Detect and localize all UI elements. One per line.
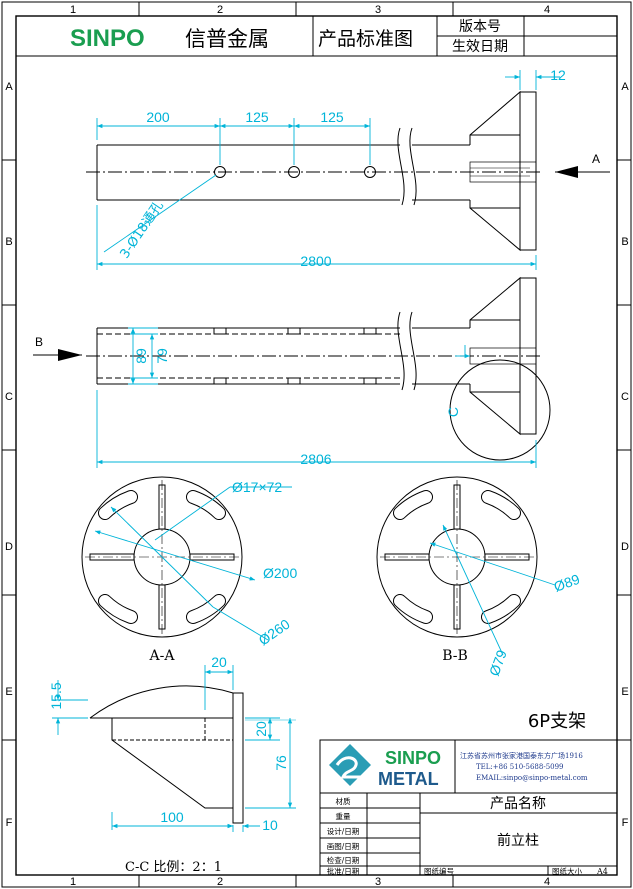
hole-note: 3-Ø18通孔 <box>117 199 166 262</box>
title-block-fields: 材质 重量 设计/日期 画图/日期 检查/日期 批准/日期 <box>327 796 360 876</box>
section-bb-dimensions <box>429 524 556 656</box>
dim-od260: Ø260 <box>256 616 293 649</box>
top-view-tube <box>86 90 540 252</box>
product-name: 前立柱 <box>497 832 539 849</box>
grid-row-f-right: F <box>622 817 629 829</box>
logo-word-sinpo: SINPO <box>385 748 441 768</box>
drawing-number-label: 图纸编号 <box>424 866 454 876</box>
detail-label-c: C <box>445 407 461 417</box>
grid-row-a-right: A <box>621 81 629 93</box>
side-view-dim-labels: 89 79 2806 C <box>133 348 461 467</box>
grid-row-b: B <box>5 236 12 248</box>
section-aa-label: A-A <box>149 648 176 664</box>
dim-125-a: 125 <box>245 109 269 125</box>
grid-row-a: A <box>5 81 13 93</box>
dim-od79: Ø79 <box>486 647 510 678</box>
dim-slot: Ø17×72 <box>232 479 282 495</box>
logo-word-metal: METAL <box>378 769 439 789</box>
detail-cc-dimensions <box>52 665 296 832</box>
version-label: 版本号 <box>459 19 501 35</box>
dim-15-5: 15.5 <box>48 682 64 709</box>
side-view-dimensions <box>96 327 537 468</box>
field-weight: 重量 <box>336 812 351 821</box>
section-arrow-a <box>555 166 610 178</box>
grid-col-2: 2 <box>217 4 223 16</box>
dim-100: 100 <box>160 809 184 825</box>
mount-hole-3 <box>364 166 376 178</box>
grid-col-3: 3 <box>375 4 381 16</box>
grid-col-2-bottom: 2 <box>217 876 223 888</box>
brand-wordmark: SINPO <box>70 25 145 52</box>
paper-size-label: 图纸大小 <box>552 866 582 876</box>
grid-col-1: 1 <box>70 4 76 16</box>
grid-row-c: C <box>5 391 13 403</box>
view-arrow-label-a: A <box>592 152 600 166</box>
title-block-grid <box>319 739 618 876</box>
grid-row-d-right: D <box>621 541 629 553</box>
mount-hole-1 <box>214 166 226 178</box>
section-aa-dimensions <box>94 486 292 641</box>
company-address: 江苏省苏州市张家港国泰东方广场1916 <box>460 751 583 760</box>
detail-cc-label: C-C 比例：2：1 <box>125 860 222 875</box>
dim-12: 12 <box>550 67 566 83</box>
dim-200: 200 <box>146 109 170 125</box>
grid-row-d: D <box>5 541 13 553</box>
field-design-date: 设计/日期 <box>327 826 360 836</box>
dim-od200: Ø200 <box>263 565 297 581</box>
grid-col-4-bottom: 4 <box>544 876 550 888</box>
section-bb-label: B-B <box>442 648 468 664</box>
dim-79: 79 <box>154 348 170 364</box>
header-block <box>16 16 617 57</box>
effective-date-label: 生效日期 <box>452 39 508 55</box>
grid-row-c-right: C <box>621 391 629 403</box>
field-approve-date: 批准/日期 <box>327 866 360 876</box>
product-name-label: 产品名称 <box>490 796 546 812</box>
field-drawing-date: 画图/日期 <box>327 842 360 851</box>
field-check-date: 检查/日期 <box>327 855 360 865</box>
section-bb-view <box>376 476 538 638</box>
company-tel: TEL:+86 510-5688-5099 <box>476 763 564 771</box>
grid-col-1-bottom: 1 <box>70 876 76 888</box>
mount-hole-2 <box>288 166 300 178</box>
dim-20-top: 20 <box>211 654 227 670</box>
grid-row-e: E <box>5 686 12 698</box>
top-view-dimensions <box>96 70 560 270</box>
dim-20-side: 20 <box>253 721 269 737</box>
dim-od89: Ø89 <box>552 571 583 595</box>
dim-76: 76 <box>273 755 289 771</box>
view-arrow-label-b: B <box>35 335 43 349</box>
grid-col-3-bottom: 3 <box>375 876 381 888</box>
grid-row-b-right: B <box>621 236 628 248</box>
company-email: EMAIL:sinpo@sinpo-metal.com <box>476 774 588 782</box>
grid-labels: 1 2 3 4 1 2 3 4 A B C D E F A B C D E F <box>5 4 629 888</box>
detail-circle-c <box>449 359 551 461</box>
sinpo-metal-logo-icon <box>329 744 371 786</box>
company-name-cn: 信普金属 <box>185 27 269 51</box>
side-view-tube <box>86 276 551 461</box>
grid-col-4: 4 <box>544 4 550 16</box>
dim-125-b: 125 <box>320 109 344 125</box>
dim-2806: 2806 <box>300 451 331 467</box>
product-title: 6P支架 <box>528 711 586 732</box>
grid-row-f: F <box>6 817 13 829</box>
doc-type-title: 产品标准图 <box>318 28 413 50</box>
field-material: 材质 <box>336 796 351 806</box>
grid-row-e-right: E <box>621 686 628 698</box>
paper-size-value: A4 <box>596 867 608 876</box>
dim-89: 89 <box>133 348 149 364</box>
detail-cc-dim-labels: 15.5 20 20 76 100 10 <box>48 654 289 833</box>
section-arrow-b <box>33 349 82 361</box>
dim-2800: 2800 <box>300 253 331 269</box>
dim-10: 10 <box>262 817 278 833</box>
detail-cc-view <box>89 685 244 824</box>
